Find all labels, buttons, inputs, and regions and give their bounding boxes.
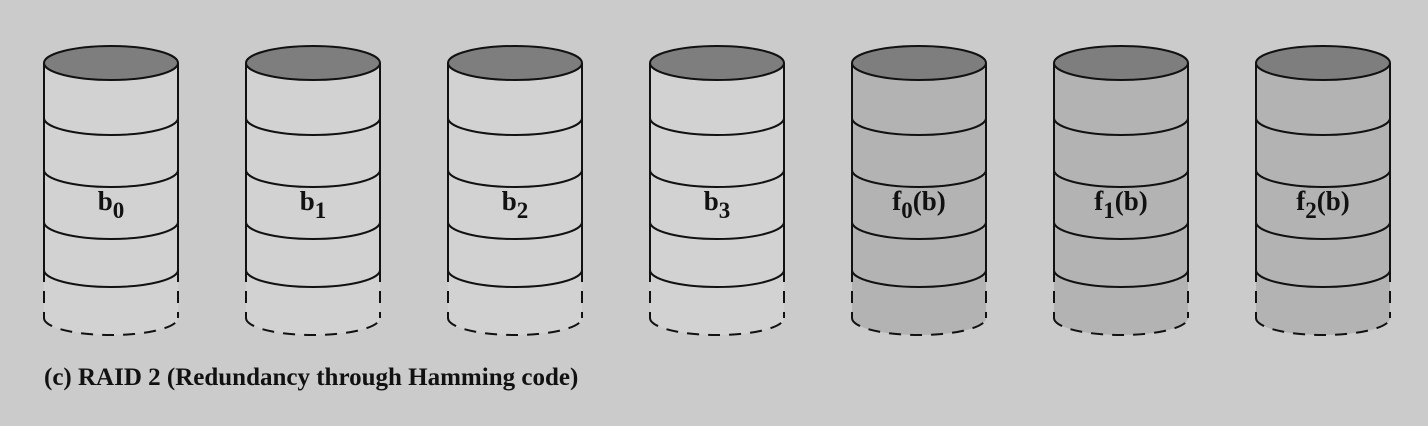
data-disk: b0 bbox=[43, 45, 179, 336]
disk-body bbox=[852, 63, 986, 335]
disk-body bbox=[246, 63, 380, 335]
disk-strip-line bbox=[43, 269, 179, 288]
figure-caption: (c) RAID 2 (Redundancy through Hamming c… bbox=[44, 364, 579, 391]
disk-label: b1 bbox=[300, 186, 327, 223]
disk-body bbox=[448, 63, 582, 335]
disk-top bbox=[43, 45, 179, 81]
disk-top bbox=[1255, 45, 1391, 81]
disk-bottom-dashed bbox=[1255, 317, 1391, 336]
disk-body bbox=[1054, 63, 1188, 335]
disk-strip-line bbox=[851, 269, 987, 288]
disk-top bbox=[447, 45, 583, 81]
disk-strip-line bbox=[649, 221, 785, 240]
disk-top bbox=[851, 45, 987, 81]
disk-strip-line bbox=[447, 221, 583, 240]
disk-label: f1(b) bbox=[1094, 186, 1148, 223]
disk-strip-line bbox=[43, 117, 179, 136]
disk-strip-line bbox=[43, 169, 179, 188]
disk-label: f2(b) bbox=[1296, 186, 1350, 223]
disk-body bbox=[44, 63, 178, 335]
disk-top bbox=[1053, 45, 1189, 81]
disk-bottom-dashed bbox=[649, 317, 785, 336]
check-disk: f0(b) bbox=[851, 45, 987, 336]
disk-strip-line bbox=[245, 117, 381, 136]
check-disk: f2(b) bbox=[1255, 45, 1391, 336]
disk-strip-line bbox=[447, 269, 583, 288]
disk-strip-line bbox=[1255, 117, 1391, 136]
disk-strip-line bbox=[1053, 169, 1189, 188]
disk-strip-line bbox=[851, 221, 987, 240]
disk-strip-line bbox=[1255, 221, 1391, 240]
disk-top bbox=[649, 45, 785, 81]
disk-strip-line bbox=[649, 269, 785, 288]
disk-body bbox=[650, 63, 784, 335]
disk-strip-line bbox=[1053, 117, 1189, 136]
disk-label: f0(b) bbox=[892, 186, 946, 223]
disk-strip-line bbox=[245, 169, 381, 188]
disk-strip-line bbox=[447, 169, 583, 188]
disk-strip-line bbox=[1053, 269, 1189, 288]
disk-strip-line bbox=[447, 117, 583, 136]
disk-bottom-dashed bbox=[43, 317, 179, 336]
data-disk: b2 bbox=[447, 45, 583, 336]
check-disk: f1(b) bbox=[1053, 45, 1189, 336]
disk-strip-line bbox=[649, 169, 785, 188]
disk-strip-line bbox=[649, 117, 785, 136]
disk-bottom-dashed bbox=[1053, 317, 1189, 336]
disk-label: b3 bbox=[704, 186, 731, 223]
disk-array-diagram: b0 b1 b2 b3 f0(b) f1(b) f2(b) bbox=[43, 45, 1391, 336]
disk-label: b0 bbox=[98, 186, 125, 223]
disk-strip-line bbox=[1255, 169, 1391, 188]
disk-bottom-dashed bbox=[245, 317, 381, 336]
disk-strip-line bbox=[245, 269, 381, 288]
disk-bottom-dashed bbox=[851, 317, 987, 336]
disk-strip-line bbox=[851, 117, 987, 136]
disk-top bbox=[245, 45, 381, 81]
data-disk: b1 bbox=[245, 45, 381, 336]
disk-body bbox=[1256, 63, 1390, 335]
disk-strip-line bbox=[851, 169, 987, 188]
disk-label: b2 bbox=[502, 186, 529, 223]
disk-strip-line bbox=[245, 221, 381, 240]
disk-strip-line bbox=[1255, 269, 1391, 288]
data-disk: b3 bbox=[649, 45, 785, 336]
disk-strip-line bbox=[1053, 221, 1189, 240]
disk-strip-line bbox=[43, 221, 179, 240]
disk-bottom-dashed bbox=[447, 317, 583, 336]
